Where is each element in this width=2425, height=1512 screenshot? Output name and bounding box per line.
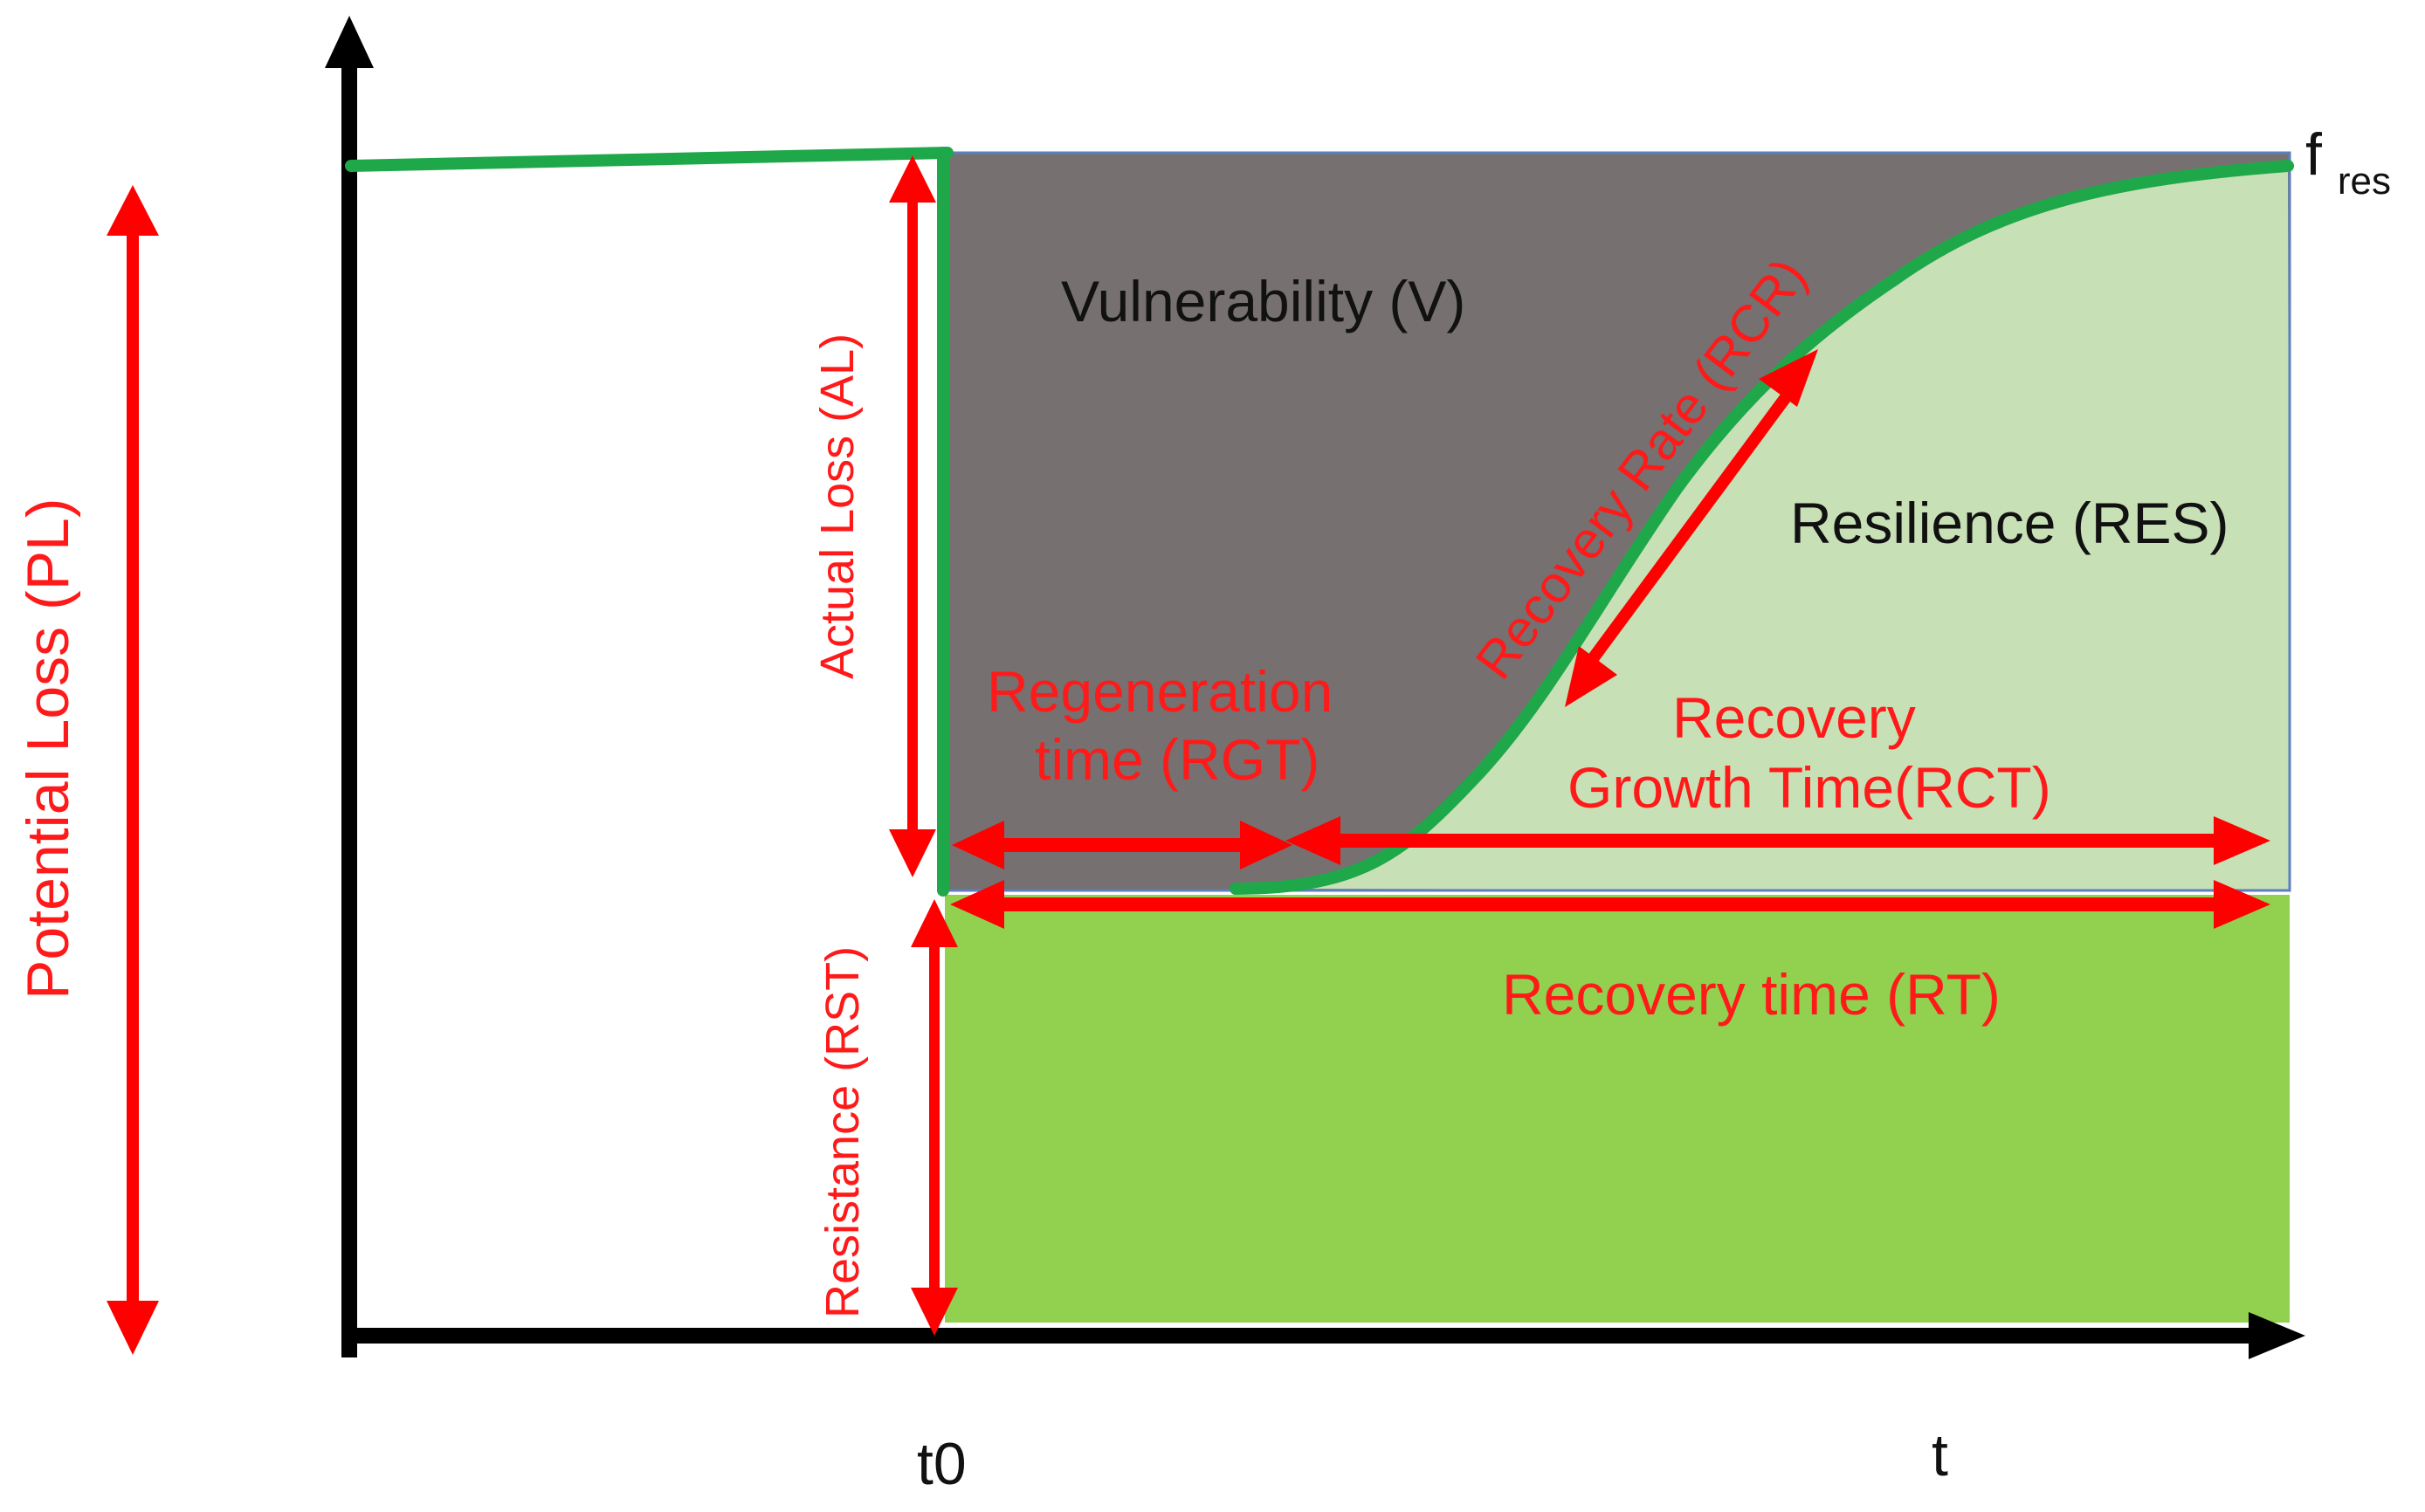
recovery-time-label: Recovery time (RT) (1502, 962, 2001, 1027)
resistance-arrowhead-bottom (911, 1288, 958, 1336)
resistance-label: Resistance (RST) (816, 946, 869, 1318)
actual-loss-label: Actual Loss (AL) (811, 333, 864, 679)
recovery-growth-time-label-line2: Growth Time(RCT) (1567, 755, 2051, 820)
actual-loss-arrowhead-bottom (889, 829, 936, 877)
axes (325, 16, 2305, 1359)
regeneration-time-label-line1: Regeneration (987, 659, 1333, 724)
recovery-rate-arrowhead-lower (1565, 646, 1617, 707)
recovery-growth-time-arrowhead-left (1285, 816, 1340, 865)
recovery-growth-time-label-line1: Recovery (1672, 685, 1916, 750)
recovery-rate-arrow (1584, 393, 1791, 668)
regeneration-time-label-line2: time (RGT) (1035, 727, 1319, 792)
potential-loss-arrowhead-top (107, 185, 159, 236)
y-axis-arrowhead (325, 16, 374, 68)
recovery-curve (1230, 160, 2294, 895)
pre-disturbance-line (345, 147, 954, 172)
f-main-text: f (2305, 121, 2322, 188)
potential-loss-arrowhead-bottom (107, 1301, 159, 1355)
recovery-time-arrowhead-right (2214, 880, 2270, 929)
recovery-time-arrowhead-left (950, 880, 1004, 929)
actual-loss-arrowhead-top (889, 155, 936, 203)
f-sub-text: res (2338, 160, 2391, 203)
t-label: t (1932, 1422, 1948, 1488)
resistance-region (945, 895, 2290, 1323)
recovery-rate-arrowhead-upper (1759, 349, 1818, 407)
resilience-label: Resilience (RES) (1790, 491, 2229, 555)
resilience-region (1236, 166, 2290, 890)
x-axis-arrowhead (2249, 1312, 2305, 1359)
resistance-arrowhead-top (911, 899, 958, 947)
vulnerability-label: Vulnerability (V) (1061, 269, 1465, 333)
performance-curve (345, 147, 2294, 897)
regeneration-time-arrowhead-right (1240, 821, 1292, 869)
regeneration-time-arrowhead-left (952, 821, 1004, 869)
recovery-growth-time-arrowhead-right (2214, 816, 2270, 865)
t0-label: t0 (917, 1431, 967, 1497)
potential-loss-label: Potential Loss (PL) (15, 498, 81, 1000)
red-arrows (107, 155, 2270, 1355)
